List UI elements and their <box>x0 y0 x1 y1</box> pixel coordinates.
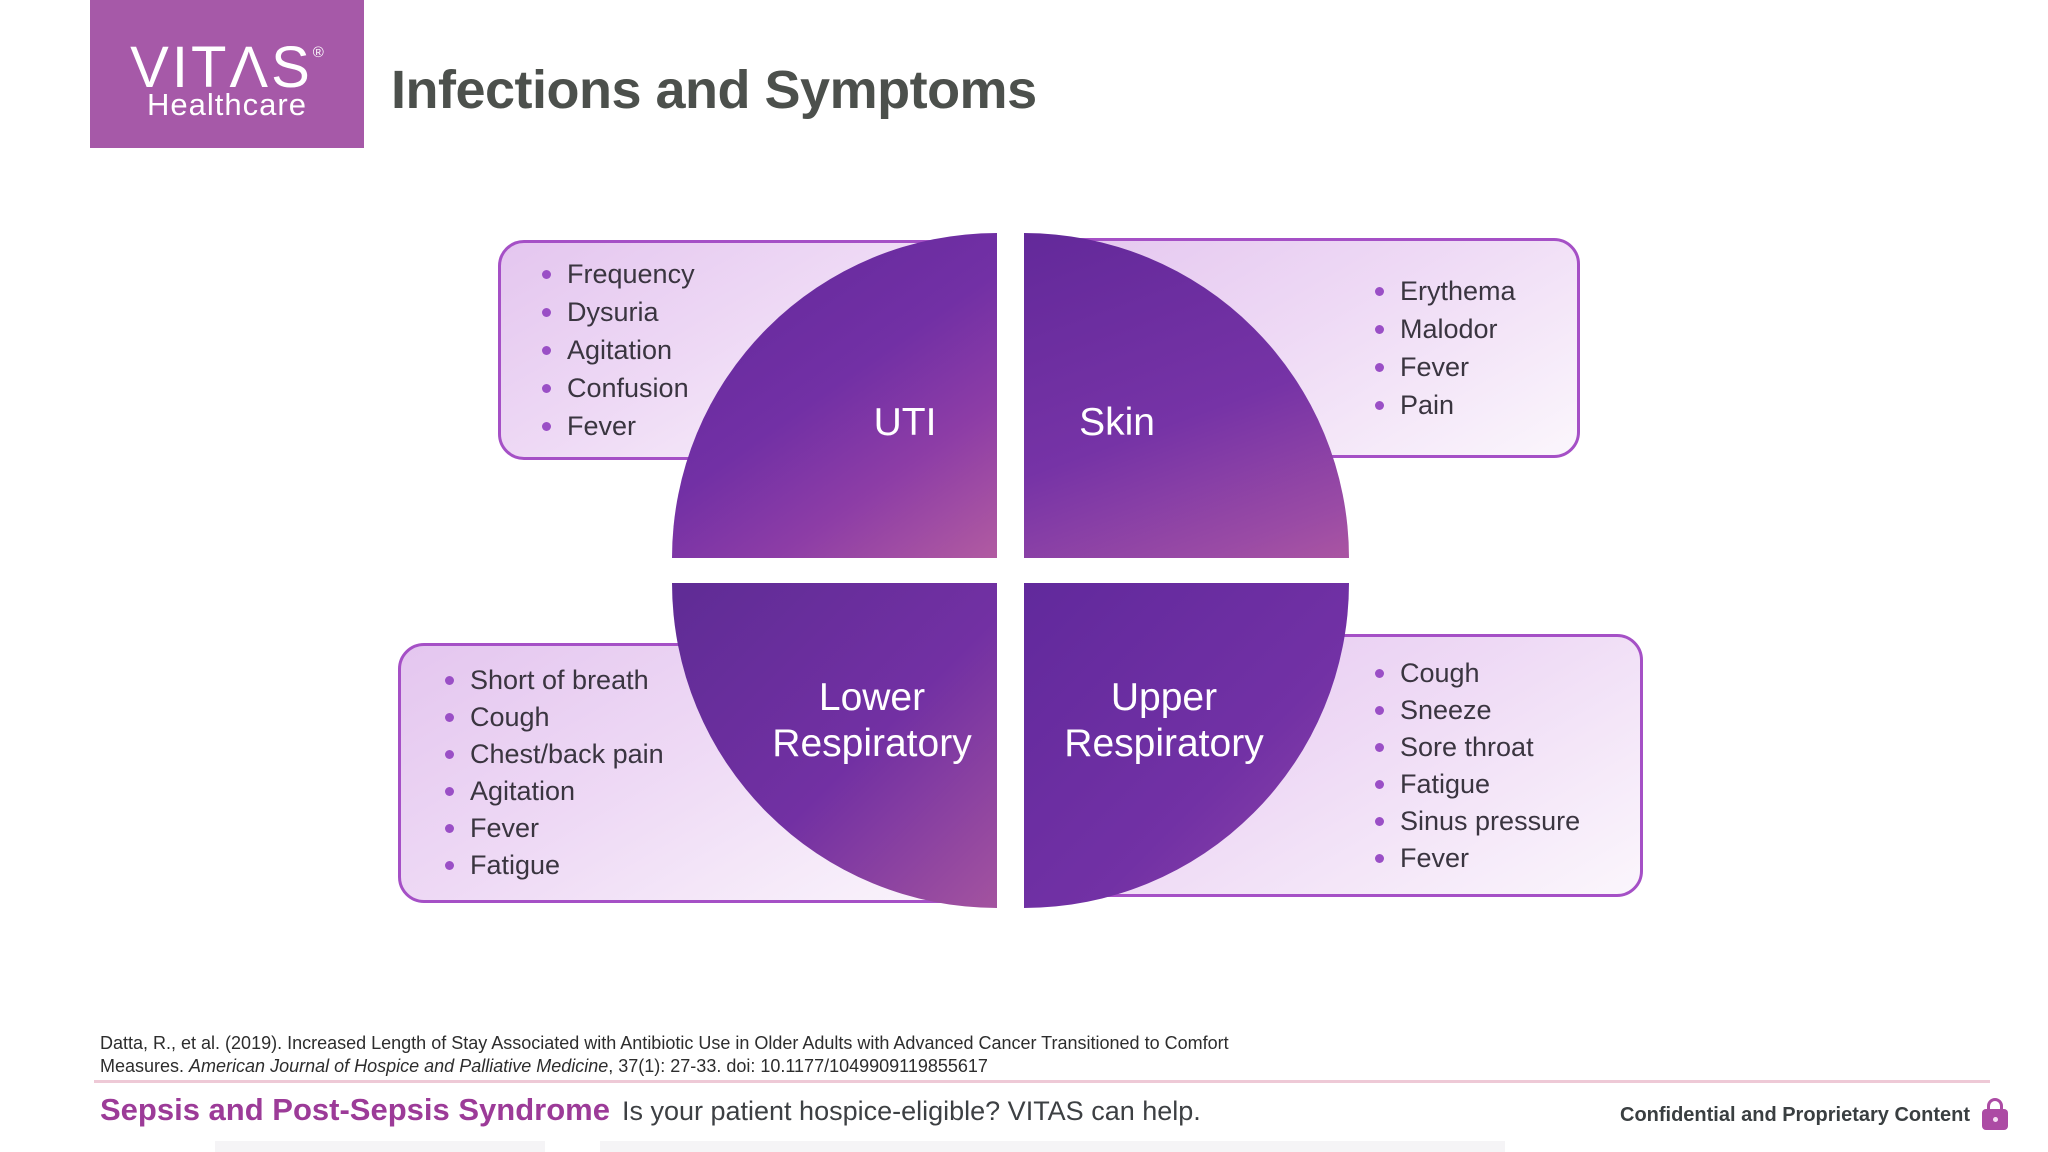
symptom-item: Cough <box>445 699 987 736</box>
bullet-icon <box>1375 705 1384 715</box>
bullet-icon <box>542 269 551 279</box>
bullet-icon <box>542 421 551 431</box>
symptom-item: Dysuria <box>542 293 987 331</box>
page-title: Infections and Symptoms <box>391 60 1037 120</box>
bullet-icon <box>542 307 551 317</box>
symptom-text: Sore throat <box>1400 731 1534 762</box>
symptom-item: Short of breath <box>445 662 987 699</box>
symptom-text: Cough <box>470 702 550 732</box>
citation-line2-prefix: Measures. <box>100 1056 190 1076</box>
symptom-text: Short of breath <box>470 665 649 695</box>
bullet-icon <box>1375 362 1384 372</box>
bullet-icon <box>542 383 551 393</box>
bullet-icon <box>445 713 454 722</box>
symptom-text: Fatigue <box>470 850 561 880</box>
footer-message: Is your patient hospice-eligible? VITAS … <box>621 1096 1201 1126</box>
citation-journal: American Journal of Hospice and Palliati… <box>189 1056 609 1076</box>
bottom-strip-right <box>600 1141 1505 1152</box>
citation-line1: Datta, R., et al. (2019). Increased Leng… <box>100 1033 1229 1053</box>
symptom-item: Fever <box>1375 840 1640 877</box>
symptom-item: Pain <box>1375 386 1577 424</box>
symptom-text: Fever <box>1400 351 1470 382</box>
citation-line2-suffix: , 37(1): 27-33. doi: 10.1177/10499091198… <box>608 1056 988 1076</box>
symptom-item: Erythema <box>1375 272 1577 310</box>
bottom-strip-left <box>215 1141 545 1152</box>
bullet-icon <box>1375 779 1384 789</box>
logo-tagline: Healthcare <box>147 87 307 122</box>
symptom-text: Pain <box>1400 389 1455 420</box>
footer-separator-line <box>94 1080 1990 1083</box>
bullet-icon <box>445 676 454 685</box>
symptom-text: Cough <box>1400 657 1480 688</box>
bullet-icon <box>1375 853 1384 863</box>
symptom-text: Dysuria <box>567 296 659 327</box>
symptom-text: Malodor <box>1400 313 1498 344</box>
symptom-text: Fever <box>470 813 540 843</box>
symptom-item: Sore throat <box>1375 729 1640 766</box>
symptom-item: Fever <box>445 810 987 847</box>
lock-icon <box>1982 1098 2009 1130</box>
symptom-item: Confusion <box>542 369 987 407</box>
bullet-icon <box>1375 400 1384 410</box>
confidential-label: Confidential and Proprietary Content <box>1620 1103 1971 1126</box>
symptom-item: Frequency <box>542 255 987 293</box>
footer-topic-title: Sepsis and Post-Sepsis Syndrome <box>100 1092 610 1127</box>
symptom-text: Fever <box>567 410 637 441</box>
symptom-text: Fever <box>1400 842 1470 873</box>
symptom-text: Sinus pressure <box>1400 805 1581 836</box>
symptom-item: Sinus pressure <box>1375 803 1640 840</box>
footer-tagline: Sepsis and Post-Sepsis Syndrome Is your p… <box>100 1092 1201 1128</box>
symptom-item: Fever <box>1375 348 1577 386</box>
symptom-item: Fatigue <box>1375 766 1640 803</box>
symptom-item: Fever <box>542 407 987 445</box>
bullet-icon <box>1375 324 1384 334</box>
symptom-text: Agitation <box>567 334 673 365</box>
confidential-notice: Confidential and Proprietary Content <box>1620 1098 2009 1130</box>
symptom-item: Agitation <box>445 773 987 810</box>
symptom-item: Fatigue <box>445 847 987 884</box>
upper-respiratory-quadrant-label: Upper Respiratory <box>1064 676 1264 765</box>
registered-mark: ® <box>312 44 324 61</box>
bullet-icon <box>1375 816 1384 826</box>
bullet-icon <box>542 345 551 355</box>
skin-quadrant-label: Skin <box>1079 401 1155 444</box>
lower-respiratory-quadrant-label: Lower Respiratory <box>772 676 972 765</box>
symptom-text: Confusion <box>567 372 689 403</box>
symptom-text: Agitation <box>470 776 576 806</box>
logo-wordmark: VITΛS <box>130 35 313 100</box>
logo-brand-text: VITΛS® <box>90 24 364 97</box>
symptom-item: Chest/back pain <box>445 736 987 773</box>
bullet-icon <box>445 824 454 833</box>
symptom-text: Chest/back pain <box>470 739 664 769</box>
bullet-icon <box>445 787 454 796</box>
citation-line2: Measures. American Journal of Hospice an… <box>100 1055 1229 1078</box>
citation: Datta, R., et al. (2019). Increased Leng… <box>100 1032 1229 1078</box>
vitas-logo: VITΛS® Healthcare <box>90 0 364 148</box>
symptom-text: Erythema <box>1400 275 1516 306</box>
symptom-item: Agitation <box>542 331 987 369</box>
symptom-item: Malodor <box>1375 310 1577 348</box>
symptom-item: Sneeze <box>1375 692 1640 729</box>
bullet-icon <box>445 861 454 870</box>
bullet-icon <box>1375 668 1384 678</box>
symptom-item: Cough <box>1375 655 1640 692</box>
bullet-icon <box>445 750 454 759</box>
symptom-text: Frequency <box>567 258 695 289</box>
symptom-text: Sneeze <box>1400 694 1492 725</box>
bullet-icon <box>1375 742 1384 752</box>
bullet-icon <box>1375 286 1384 296</box>
symptom-text: Fatigue <box>1400 768 1491 799</box>
uti-quadrant-label: UTI <box>873 401 937 444</box>
